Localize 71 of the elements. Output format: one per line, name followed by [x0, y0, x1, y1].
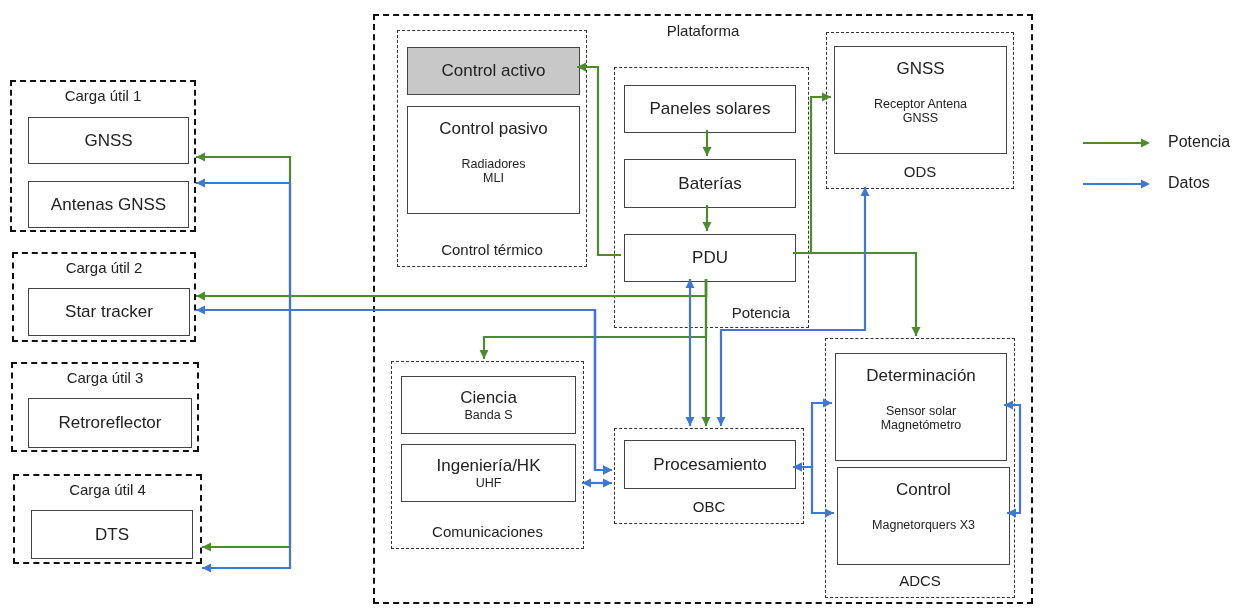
frame-label: ODS	[902, 163, 938, 180]
component-box	[624, 440, 796, 489]
component-title: Paneles solares	[649, 99, 771, 119]
component-title: Procesamiento	[653, 454, 767, 475]
subsystem-frame	[614, 428, 804, 524]
component-box	[28, 117, 189, 164]
component-title: DTS	[95, 524, 129, 545]
frame-label: ADCS	[898, 572, 942, 589]
connector-arrow	[582, 478, 612, 488]
component-detail: Banda S	[464, 408, 513, 422]
subsystem-frame	[826, 32, 1014, 189]
component-box	[624, 85, 796, 133]
component-box	[624, 159, 796, 208]
dashed-frame	[12, 252, 196, 342]
dashed-frame	[373, 14, 1033, 604]
component-box	[407, 106, 580, 214]
connector-arrow	[702, 130, 712, 156]
connector-arrow	[702, 205, 712, 231]
component-box	[401, 444, 576, 502]
component-box	[834, 46, 1007, 154]
component-title: Baterías	[678, 173, 742, 194]
component-title: GNSS	[896, 59, 945, 79]
frame-label: Carga útil 2	[64, 259, 144, 276]
connector-arrow	[202, 308, 612, 573]
frame-label: Potencia	[730, 304, 791, 321]
component-title: Control	[896, 480, 951, 500]
component-title: Antenas GNSS	[50, 194, 167, 215]
connector-arrow	[716, 187, 870, 426]
component-box	[837, 467, 1010, 565]
connector-arrow	[685, 279, 695, 426]
frame-label: Carga útil 4	[68, 481, 147, 498]
subsystem-frame	[397, 30, 587, 267]
component-box	[28, 288, 190, 336]
component-detail: UHF	[475, 476, 502, 490]
dashed-frame	[10, 80, 196, 232]
connector-arrow	[1004, 400, 1022, 518]
frame-label: Carga útil 3	[65, 369, 145, 386]
connector-arrow	[793, 462, 834, 518]
component-detail: Sensor solar Magnetómetro	[879, 404, 963, 432]
component-detail: Receptor Antena GNSS	[872, 97, 969, 125]
dashed-frame	[11, 362, 199, 452]
component-box	[31, 510, 193, 559]
component-title: GNSS	[84, 130, 133, 151]
component-title: Ciencia	[460, 388, 517, 408]
component-box	[401, 376, 576, 434]
component-title: Retroreflector	[58, 413, 162, 433]
component-title: Determinación	[866, 366, 976, 386]
component-detail: Radiadores MLI	[460, 157, 527, 185]
subsystem-frame	[825, 338, 1015, 598]
component-box	[624, 234, 796, 282]
frame-label: Plataforma	[665, 22, 741, 39]
subsystem-frame	[391, 361, 584, 549]
subsystem-frame	[614, 67, 809, 328]
component-detail: Magnetorquers X3	[872, 518, 975, 532]
dashed-frame	[13, 474, 202, 564]
frame-label: Carga útil 1	[63, 87, 143, 104]
frame-label: OBC	[691, 498, 727, 515]
component-box	[28, 181, 189, 228]
connector-arrow	[577, 62, 621, 257]
legend-label: Potencia	[1168, 133, 1231, 151]
component-title: Control activo	[441, 61, 546, 81]
frame-label: Control térmico	[440, 241, 544, 258]
component-title: Control pasivo	[439, 119, 548, 139]
highlighted-box	[407, 47, 580, 95]
component-box	[28, 398, 192, 448]
frame-label: Comunicaciones	[431, 523, 544, 540]
component-title: Star tracker	[65, 302, 153, 322]
component-title: Ingeniería/HK	[436, 456, 541, 476]
component-title: PDU	[692, 248, 728, 268]
component-box	[835, 353, 1007, 461]
legend-label: Datos	[1168, 174, 1210, 192]
